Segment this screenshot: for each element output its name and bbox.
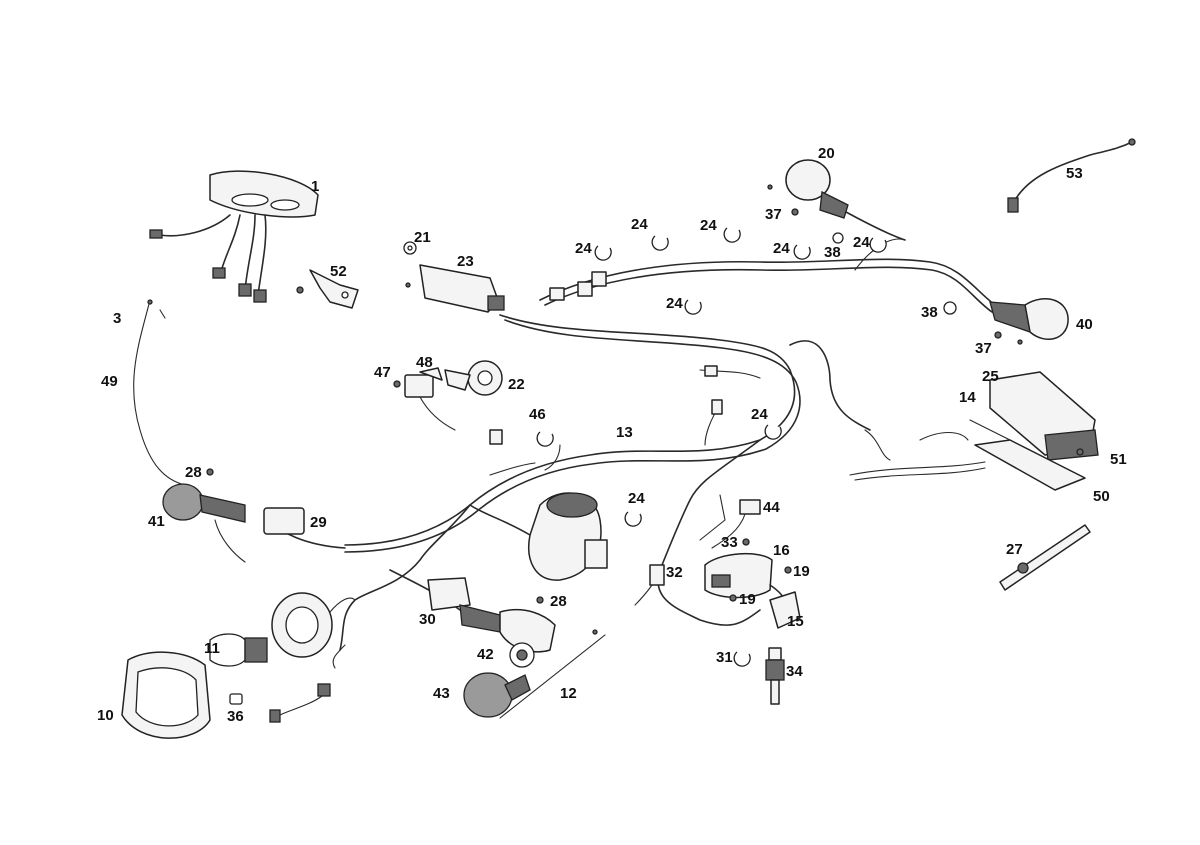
sensor-lead <box>133 299 186 486</box>
relay <box>393 367 456 431</box>
callout-38: 38 <box>824 244 841 261</box>
callout-34: 34 <box>786 663 803 680</box>
cable-tie-46 <box>536 431 554 447</box>
callout-25: 25 <box>982 368 999 385</box>
wire-lead <box>1007 138 1136 213</box>
callout-15: 15 <box>787 613 804 630</box>
callout-13: 13 <box>616 424 633 441</box>
strap <box>999 524 1091 591</box>
callout-12: 12 <box>560 685 577 702</box>
callout-28: 28 <box>185 464 202 481</box>
harness-branch-connectors <box>489 365 723 445</box>
ignition-switch <box>427 577 556 653</box>
callout-46: 46 <box>529 406 546 423</box>
callout-21: 21 <box>414 229 431 246</box>
callout-37: 37 <box>975 340 992 357</box>
callout-47: 47 <box>374 364 391 381</box>
turn-signal-front-right <box>767 159 906 244</box>
callout-24: 24 <box>628 490 645 507</box>
callout-52: 52 <box>330 263 347 280</box>
callout-41: 41 <box>148 513 165 530</box>
callout-24: 24 <box>853 234 870 251</box>
callout-43: 43 <box>433 685 450 702</box>
callout-24: 24 <box>751 406 768 423</box>
callout-24: 24 <box>631 216 648 233</box>
harness-connectors-top <box>549 271 607 301</box>
callout-22: 22 <box>508 376 525 393</box>
callout-40: 40 <box>1076 316 1093 333</box>
callout-24: 24 <box>773 240 790 257</box>
callout-38: 38 <box>921 304 938 321</box>
callout-19: 19 <box>739 591 756 608</box>
headlamp-lead <box>269 683 331 723</box>
callout-48: 48 <box>416 354 433 371</box>
callout-10: 10 <box>97 707 114 724</box>
callout-53: 53 <box>1066 165 1083 182</box>
callout-20: 20 <box>818 145 835 162</box>
cdi-unit <box>405 264 505 313</box>
callout-31: 31 <box>716 649 733 666</box>
connector-32 <box>634 564 665 606</box>
nut <box>403 241 417 255</box>
callout-1: 1 <box>311 178 319 195</box>
callout-42: 42 <box>477 646 494 663</box>
regulator-assembly <box>969 371 1099 491</box>
callout-36: 36 <box>227 708 244 725</box>
handlebar-switch <box>469 492 608 581</box>
turn-signal-front-left <box>162 468 246 563</box>
bracket <box>296 269 359 309</box>
callout-28: 28 <box>550 593 567 610</box>
callout-19: 19 <box>793 563 810 580</box>
headlamp-bulb <box>209 592 356 669</box>
callout-51: 51 <box>1110 451 1127 468</box>
callout-27: 27 <box>1006 541 1023 558</box>
turn-signal-connector <box>263 507 305 535</box>
callout-14: 14 <box>959 389 976 406</box>
callout-labels: 1 52 21 23 20 37 38 53 24 24 24 24 24 24… <box>97 145 1127 725</box>
callout-24: 24 <box>700 217 717 234</box>
callout-24: 24 <box>666 295 683 312</box>
callout-50: 50 <box>1093 488 1110 505</box>
callout-44: 44 <box>763 499 780 516</box>
instrument-cluster <box>149 170 319 303</box>
connector-44 <box>699 494 761 549</box>
callout-30: 30 <box>419 611 436 628</box>
callout-16: 16 <box>773 542 790 559</box>
callout-37: 37 <box>765 206 782 223</box>
cable-ties <box>594 227 887 527</box>
callout-29: 29 <box>310 514 327 531</box>
callout-11: 11 <box>204 640 220 657</box>
callout-33: 33 <box>721 534 738 551</box>
headlamp <box>121 651 243 739</box>
callout-24: 24 <box>575 240 592 257</box>
horn <box>444 360 503 396</box>
callout-32: 32 <box>666 564 683 581</box>
callout-49: 49 <box>101 373 118 390</box>
callout-23: 23 <box>457 253 474 270</box>
spark-plug-and-clip <box>733 647 785 705</box>
ignition-coil <box>704 538 801 629</box>
turn-signal-rear-right <box>943 297 1069 345</box>
rear-turn-signal <box>463 629 606 719</box>
callout-3: 3 <box>113 310 121 327</box>
main-wiring-harness <box>264 238 996 651</box>
